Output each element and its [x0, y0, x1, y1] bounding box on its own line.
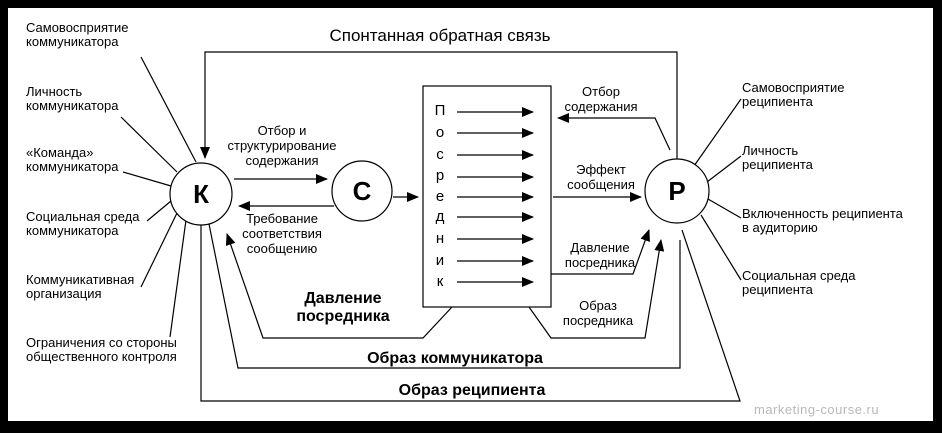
mediator-letter: к: [436, 273, 444, 290]
content-selection-line: [557, 113, 671, 151]
mediator-letter: и: [435, 252, 445, 269]
left-label-personality: Личность коммуникатора: [26, 84, 119, 113]
left-label-self-perception: Самовосприятие коммуникатора: [26, 20, 129, 49]
diagram-title: Спонтанная обратная связь: [329, 26, 551, 45]
right-connector: [707, 198, 742, 219]
right-label-self-perception: Самовосприятие реципиента: [742, 80, 845, 109]
node-communicator: К: [193, 179, 209, 209]
right-connector: [700, 214, 742, 281]
flow-label-recipient-image: Образ реципиента: [398, 382, 546, 399]
communicator-node-circle: [169, 162, 233, 226]
left-label-comm-organization: Коммуникативная организация: [26, 272, 135, 301]
mediator-letter: р: [435, 167, 445, 184]
mediator-letter: н: [435, 230, 445, 247]
feedback-line: [200, 51, 678, 159]
left-connector: [146, 200, 172, 222]
mediator-image-line: [528, 239, 665, 339]
mediator-letter: П: [434, 102, 446, 119]
message-node-circle: [331, 160, 393, 222]
left-connector: [140, 56, 197, 163]
left-label-team: «Команда» коммуникатора: [26, 145, 119, 174]
left-connector: [140, 212, 178, 288]
right-connector: [706, 155, 742, 183]
flow-label-communicator-image: Образ коммуникатора: [367, 350, 543, 367]
mediator-pressure-right-line: [551, 229, 650, 275]
right-label-personality: Личность реципиента: [742, 143, 813, 172]
mediator-letter: е: [435, 188, 445, 205]
left-connector: [120, 116, 178, 173]
flow-label-message-effect: Эффект сообщения: [567, 162, 635, 192]
flow-label-requirement: Требование соответствия сообщению: [242, 211, 322, 256]
left-label-social-env: Социальная среда коммуникатора: [26, 209, 140, 238]
left-connector: [122, 171, 172, 187]
recipient-node-circle: [644, 158, 710, 224]
node-message: С: [352, 176, 372, 206]
watermark-text: marketing-course.ru: [754, 402, 880, 417]
mediator-letter: с: [436, 146, 444, 163]
mediator-letter: д: [435, 208, 445, 225]
flow-label-mediator-image: Образ посредника: [562, 298, 634, 328]
flow-label-mediator-pressure-left: Давление посредника: [296, 290, 390, 325]
left-label-public-control: Ограничения со стороны общественного кон…: [26, 335, 177, 364]
left-connector: [169, 219, 187, 338]
communicator-image-line: [208, 223, 681, 369]
right-label-audience-involvement: Включенность реципиента в аудиторию: [742, 206, 903, 235]
flow-label-mediator-pressure-right: Давление посредника: [564, 240, 636, 270]
recipient-image-line: [200, 225, 741, 402]
mediator-pressure-left-line: [225, 233, 453, 339]
right-connector: [693, 98, 742, 167]
flow-label-content-selection: Отбор содержания: [564, 84, 638, 114]
flow-label-selection-structuring: Отбор и структурирование содержания: [227, 123, 337, 168]
right-label-social-env: Социальная среда реципиента: [742, 268, 856, 297]
mediator-letter: о: [435, 124, 445, 141]
node-recipient: Р: [668, 176, 686, 206]
